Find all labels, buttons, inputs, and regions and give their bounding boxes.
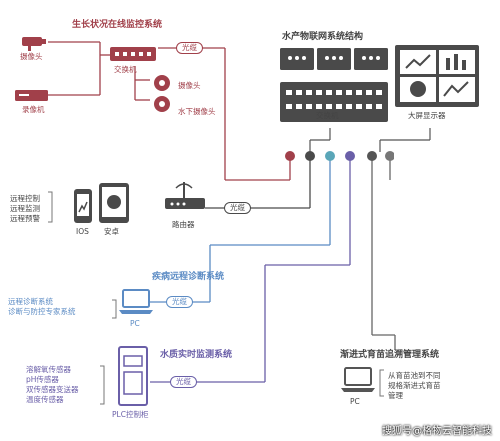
- water-item-2: 双传感器变送器: [26, 385, 79, 394]
- ios-label: IOS: [76, 227, 89, 236]
- monitoring-system-title: 生长状况在线监控系统: [72, 20, 163, 30]
- fiber-label-router: 光缆: [224, 202, 251, 214]
- fiber-label-disease: 光缆: [166, 296, 193, 308]
- plc-cabinet-icon: [118, 346, 148, 406]
- trace-pc-icon: [341, 367, 375, 392]
- watermark: 搜狐号@格物云智能科技: [382, 426, 492, 437]
- trace-system-title: 渐进式育苗追溯管理系统: [340, 350, 440, 360]
- large-screen-icon: [395, 45, 479, 107]
- router-label: 路由器: [172, 220, 195, 229]
- underwater-camera-label: 水下摄像头: [178, 107, 216, 116]
- android-label: 安卓: [104, 227, 119, 236]
- monitor-wall-icon: [280, 48, 388, 122]
- security-camera-icon: [22, 37, 46, 51]
- ios-phone-icon: [74, 189, 92, 223]
- router-icon: [165, 182, 205, 209]
- underwater-camera-icon: [154, 96, 170, 112]
- recorder-icon: [15, 90, 48, 101]
- recorder-label: 录像机: [22, 105, 45, 114]
- camera-label: 摄像头: [20, 52, 43, 61]
- pc-laptop-icon: [119, 289, 153, 314]
- remote-item-2: 远程预警: [10, 214, 40, 223]
- fiber-label-water: 光缆: [170, 376, 197, 388]
- disease-item-0: 远程诊断系统: [8, 297, 53, 306]
- water-item-0: 溶解氧传感器: [26, 365, 71, 374]
- dome-camera-icon: [154, 75, 170, 91]
- camera2-label: 摄像头: [178, 81, 201, 90]
- structure-title: 水产物联网系统结构: [282, 32, 364, 42]
- trace-pc-label: PC: [350, 397, 360, 406]
- remote-item-0: 远程控制: [10, 194, 40, 203]
- disease-pc-label: PC: [130, 319, 140, 328]
- water-item-3: 温度传感器: [26, 395, 64, 404]
- trace-desc-2: 管理: [388, 391, 403, 400]
- water-system-title: 水质实时监测系统: [160, 350, 233, 360]
- trace-desc-0: 从育苗池到不同: [388, 371, 441, 380]
- port-dots: [285, 151, 394, 161]
- trace-desc-1: 规格渐进式育苗: [388, 381, 441, 390]
- switch-label: 交换机: [114, 65, 137, 74]
- disease-system-title: 疾病远程诊断系统: [152, 272, 225, 282]
- disease-item-1: 诊断与防控专家系统: [8, 307, 76, 316]
- switch-icon: [110, 47, 156, 61]
- fiber-label-top: 光缆: [176, 42, 203, 54]
- android-tablet-icon: [99, 183, 129, 223]
- plc-label: PLC控制柜: [112, 410, 149, 419]
- structure-switch-label: 交换机: [316, 111, 339, 120]
- water-item-1: pH传感器: [26, 375, 59, 384]
- large-screen-label: 大屏显示器: [408, 111, 446, 120]
- remote-item-1: 远程监测: [10, 204, 40, 213]
